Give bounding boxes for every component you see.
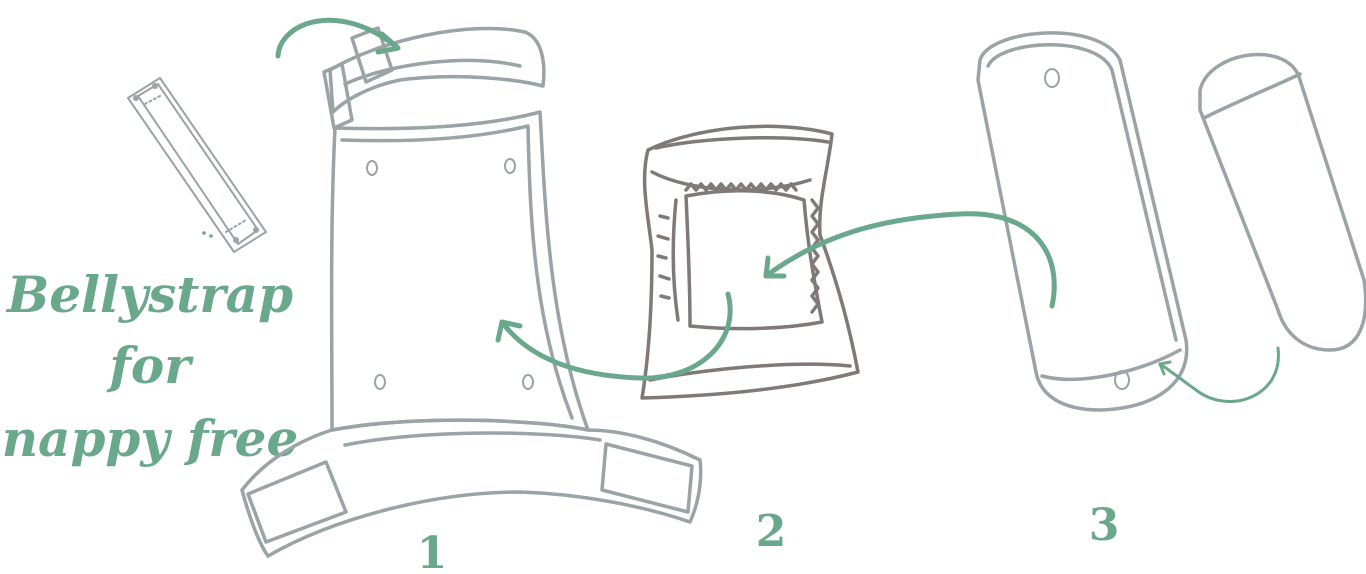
bellystrap-outline [240,26,703,558]
title-line-2: for [106,336,194,395]
step-number-2: 2 [756,506,787,557]
step-number-3: 3 [1089,500,1120,551]
title-line-3: nappy free [2,409,299,468]
title: Bellystrap for nappy free [2,265,299,468]
step-labels: 1 2 3 [417,500,1120,574]
step-number-1: 1 [417,528,448,574]
insert-pocket-outline [640,124,860,400]
title-line-1: Bellystrap [5,265,293,324]
assembly-arrows [275,17,1280,403]
pads-outline [976,31,1366,412]
strap-thumbnail [127,77,267,253]
